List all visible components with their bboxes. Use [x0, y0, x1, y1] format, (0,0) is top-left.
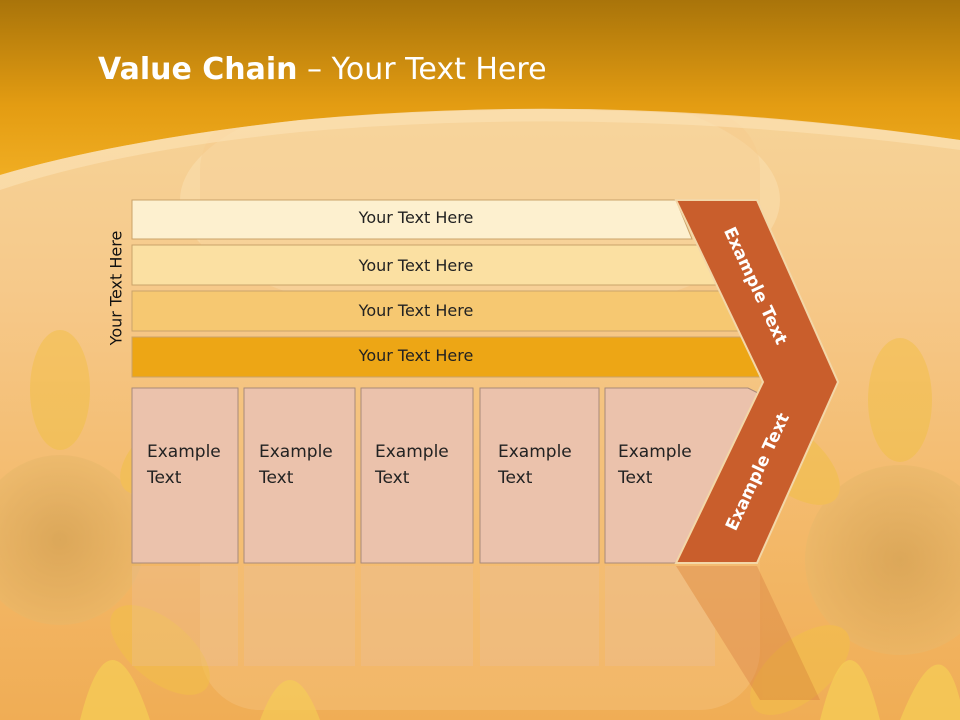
band-1: [131, 199, 693, 240]
box-2: [243, 387, 356, 564]
slide-title: Value Chain – Your Text Here: [98, 52, 547, 87]
box-1: [131, 387, 239, 564]
band-1-label: Your Text Here: [358, 208, 474, 227]
reflection: [132, 566, 820, 700]
band-2-label: Your Text Here: [358, 256, 474, 275]
box-3: [360, 387, 474, 564]
box-4: [479, 387, 600, 564]
band-4-label: Your Text Here: [358, 346, 474, 365]
band-3-label: Your Text Here: [358, 301, 474, 320]
header-band: [0, 0, 960, 175]
chevron-arrow: [674, 199, 840, 564]
sunflower-left: [0, 330, 220, 695]
